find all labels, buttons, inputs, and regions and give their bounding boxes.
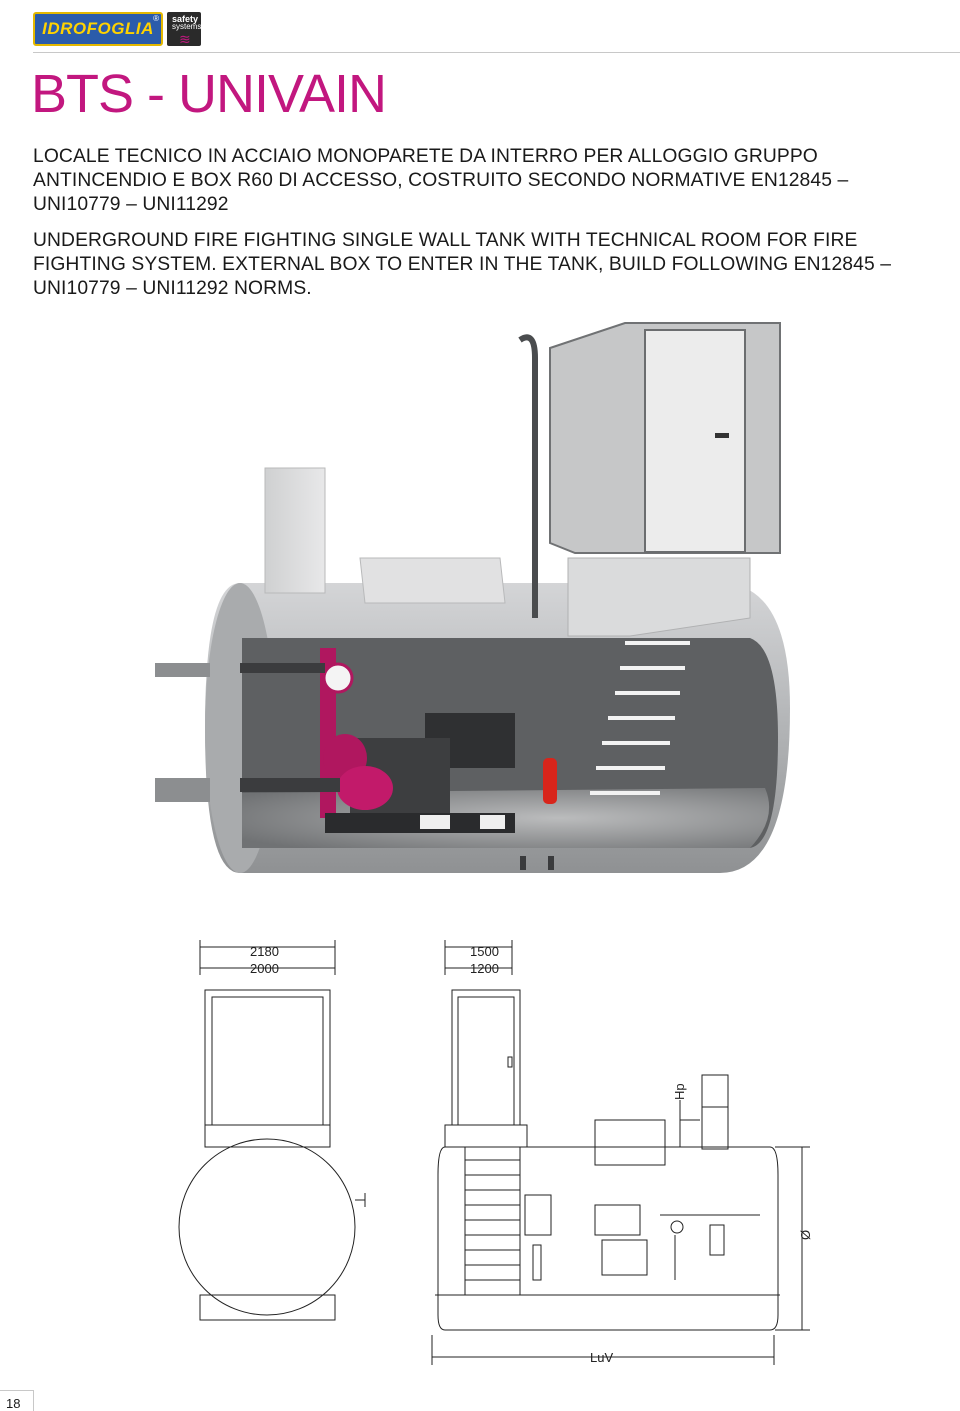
door-handle[interactable] xyxy=(715,433,729,438)
description-italian: LOCALE TECNICO IN ACCIAIO MONOPARETE DA … xyxy=(33,146,849,215)
dim-side-inner: 1200 xyxy=(470,961,499,976)
main-pump xyxy=(337,766,393,810)
cabinet-door[interactable] xyxy=(644,329,746,553)
drain-leg-1 xyxy=(520,856,526,870)
flame-waves-icon: ≋ xyxy=(179,31,191,47)
page-title: BTS - UNIVAIN xyxy=(31,64,387,124)
vent-box xyxy=(264,467,326,594)
delivery-pipe xyxy=(240,778,340,792)
suction-pipe xyxy=(240,663,325,673)
tank-3d-render xyxy=(155,322,790,873)
fire-extinguisher xyxy=(543,758,557,804)
inlet-pipe-upper xyxy=(155,663,210,677)
skid-label-2 xyxy=(480,815,505,829)
vent-pipe xyxy=(518,334,538,618)
skid-label-1 xyxy=(420,815,450,829)
badge-line-2: systems xyxy=(172,22,202,31)
inlet-pipe-lower xyxy=(155,778,210,802)
page-header: IDROFOGLIA ® safety systems ≋ xyxy=(33,12,960,53)
dim-side-outer: 1500 xyxy=(470,944,499,959)
idrofoglia-logo: IDROFOGLIA ® xyxy=(33,12,163,46)
footer-divider xyxy=(33,1390,34,1411)
dim-diameter: Ø xyxy=(798,1230,813,1240)
registered-mark: ® xyxy=(153,14,159,23)
access-stairs xyxy=(590,641,690,795)
manhole-box xyxy=(359,557,506,604)
entry-box-base xyxy=(567,557,751,637)
safety-systems-badge: safety systems ≋ xyxy=(167,12,201,46)
description-english: UNDERGROUND FIRE FIGHTING SINGLE WALL TA… xyxy=(33,230,892,299)
dim-front-inner: 2000 xyxy=(250,961,279,976)
footer-rule xyxy=(0,1390,33,1391)
logo-text: IDROFOGLIA xyxy=(42,19,154,38)
dim-height-hp: Hp xyxy=(672,1083,687,1100)
page-number: 18 xyxy=(6,1396,21,1411)
badge-line-1: safety xyxy=(172,14,199,24)
technical-drawing: 2180 2000 1500 1200 Hp Ø LuV xyxy=(178,940,813,1365)
dim-length-luv: LuV xyxy=(590,1350,613,1365)
dim-front-outer: 2180 xyxy=(250,944,279,959)
pressure-gauge xyxy=(322,662,354,694)
drain-leg-2 xyxy=(548,856,554,870)
